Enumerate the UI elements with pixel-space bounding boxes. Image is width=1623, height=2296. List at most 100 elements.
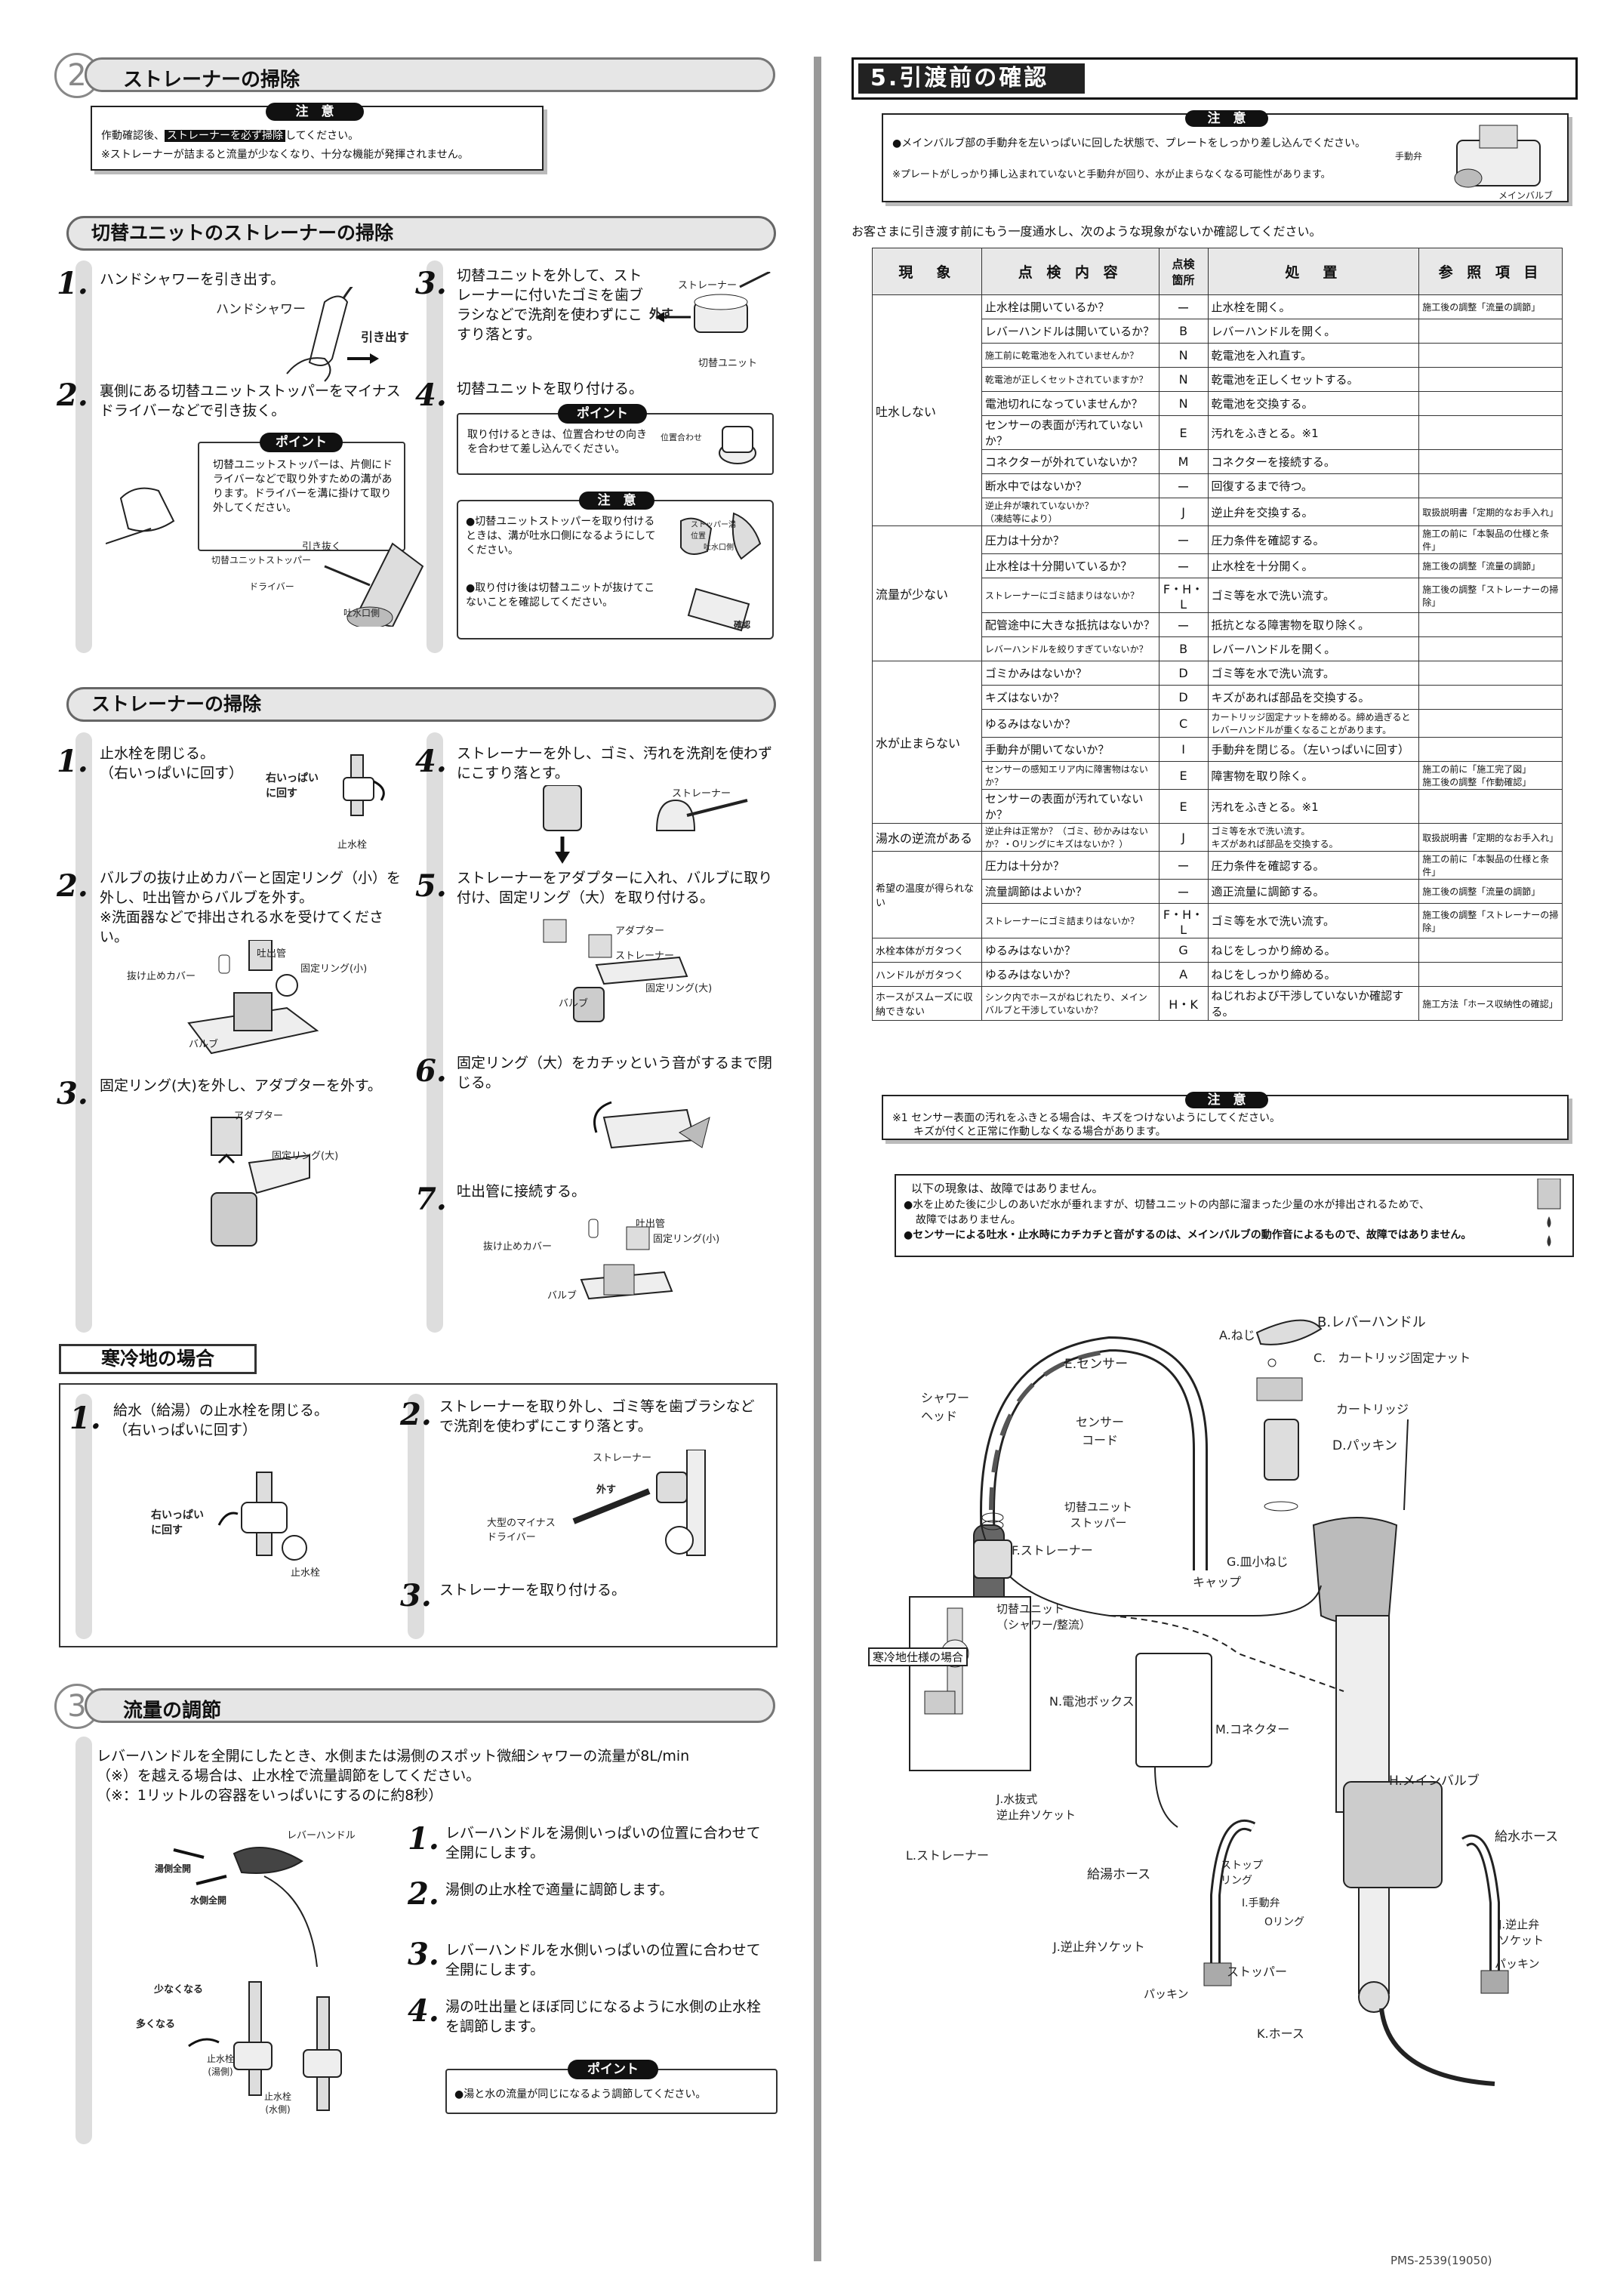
part-stopper: ストッパー [1227, 1965, 1288, 1979]
label-ring-small: 固定リング(小) [653, 1234, 720, 1245]
step-text: 切替ユニットを外して、ストレーナーに付いたゴミを歯ブラシなどで洗剤を使わずにこす… [457, 267, 644, 343]
not-failure-item-2: ●センサーによる吐水・止水時にカチカチと音がするのは、メインバルブの動作音による… [904, 1229, 1472, 1241]
part-packing-right: パッキン [1495, 1957, 1540, 1971]
reference-cell [1418, 962, 1563, 987]
step-text: 固定リング（大）をカチッという音がするまで閉じる。 [457, 1055, 773, 1091]
valve-disassembly-illustration [187, 940, 319, 1055]
notice-box-main-valve: 注 意 ●メインバルブ部の手動弁を左いっぱいに回した状態で、プレートをしっかり差… [882, 110, 1569, 202]
label-ring-large: 固定リング(大) [645, 983, 713, 994]
step-number: 3. [415, 266, 447, 301]
reference-cell [1418, 391, 1563, 416]
step-text: 止水栓を閉じる。 （右いっぱいに回す） [100, 745, 244, 781]
part-switch-unit: 切替ユニット （シャワー/整流） [996, 1602, 1092, 1632]
section-bar-strainer-cleaning: ストレーナーの掃除 [85, 57, 775, 92]
check-content-cell: センサーの感知エリア内に障害物はないか？ [981, 761, 1160, 790]
label-less: 少なくなる [154, 1984, 204, 1996]
action-cell: ゴミ等を水で洗い流す。 [1207, 661, 1420, 686]
label-confirm: 確認 [734, 620, 750, 630]
reference-cell [1418, 661, 1563, 686]
check-table: 現 象点 検 内 容点検 箇所処 置参 照 項 目 吐水しない止水栓は開いている… [872, 248, 1563, 1021]
reference-cell: 施工後の調整「ストレーナーの掃除」 [1418, 578, 1563, 613]
label-strainer: ストレーナー [672, 788, 731, 800]
label-stopper: 切替ユニットストッパー [211, 555, 312, 566]
label-spout-pipe: 吐出管 [257, 948, 287, 960]
notice-item-2: ※プレートがしっかり挿し込まれていないと手動弁が回り、水が止まらなくなる可能性が… [892, 169, 1331, 180]
cold-strainer-illustration [572, 1450, 706, 1556]
table-row: 吐水しない止水栓は開いているか？ー止水栓を開く。施工後の調整「流量の調節」 [872, 294, 1563, 526]
label-pull-out: 引き出す [361, 330, 410, 344]
step-rail [408, 1394, 424, 1639]
action-cell: ねじをしっかり締める。 [1207, 938, 1420, 963]
step-text: レバーハンドルを水側いっぱいの位置に合わせて全開にします。 [445, 1942, 761, 1978]
step-number: 7. [415, 1182, 447, 1217]
check-point-cell: ー [1158, 294, 1209, 319]
section-title: 流量の調節 [123, 1700, 222, 1722]
step-number: 3. [400, 1578, 432, 1613]
label-driver: ドライバー [249, 581, 294, 592]
valve-close-illustration [343, 754, 385, 816]
dripping-illustration [1537, 1179, 1561, 1247]
check-content-cell: 配管途中に大きな抵抗はないか？ [981, 612, 1160, 637]
part-l-strainer: L.ストレーナー [906, 1848, 990, 1863]
phenomenon-cell: 流量が少ない [872, 525, 982, 661]
check-content-cell: 止水栓は開いているか？ [981, 294, 1160, 319]
notice-label: 注 意 [266, 103, 364, 121]
phenomenon-cell: 吐水しない [872, 294, 982, 526]
part-j-socket-right: J.逆止弁 ソケット [1498, 1918, 1544, 1947]
notice-label: 注 意 [1185, 1092, 1268, 1108]
table-header-cell: 現 象 [872, 248, 982, 295]
action-cell: 乾電池を入れ直す。 [1207, 343, 1420, 368]
action-cell: 汚れをふきとる。※1 [1207, 415, 1420, 450]
point-label: ポイント [558, 404, 647, 424]
reference-cell [1418, 636, 1563, 661]
check-point-cell: ー [1158, 553, 1209, 578]
check-point-cell: A [1158, 962, 1209, 987]
point-label: ポイント [568, 2060, 658, 2079]
pipe-connect-illustration [580, 1219, 673, 1300]
reference-cell: 取扱説明書「定期的なお手入れ」 [1418, 823, 1563, 852]
reference-cell [1418, 938, 1563, 963]
point-box: ポイント 取り付けるときは、位置合わせの向きを合わせて差し込んでください。 位置… [457, 404, 774, 475]
subsection-strainer: ストレーナーの掃除 [66, 687, 776, 722]
label-ring-large: 固定リング(大) [272, 1151, 339, 1162]
label-spout-side: 吐水口側 [704, 544, 734, 552]
action-cell: 回復するまで待つ。 [1207, 473, 1420, 498]
step-text: 切替ユニットを取り付ける。 [457, 381, 644, 397]
reference-cell: 施工方法「ホース収納性の確認」 [1418, 986, 1563, 1021]
action-cell: 圧力条件を確認する。 [1207, 851, 1420, 880]
action-cell: ゴミ等を水で洗い流す。 [1207, 903, 1420, 938]
part-stop-ring: ストップ リング [1221, 1860, 1263, 1887]
step-text: 裏側にある切替ユニットストッパーをマイナスドライバーなどで引き抜く。 [100, 383, 401, 419]
label-adapter: アダプター [234, 1111, 284, 1122]
notice-item-1: ●切替ユニットストッパーを取り付けるときは、溝が吐水口側になるようにしてください… [466, 516, 656, 556]
reference-cell [1418, 367, 1563, 392]
reference-cell: 取扱説明書「定期的なお手入れ」 [1418, 498, 1563, 526]
step-text: 湯側の止水栓で適量に調節します。 [445, 1881, 674, 1898]
action-cell: 乾電池を交換する。 [1207, 391, 1420, 416]
action-cell: キズがあれば部品を交換する。 [1207, 685, 1420, 710]
part-m-connector: M.コネクター [1215, 1722, 1290, 1737]
part-unit-stopper: 切替ユニット ストッパー [1064, 1500, 1133, 1530]
not-failure-heading: 以下の現象は、故障ではありません。 [911, 1182, 1104, 1195]
check-content-cell: センサーの表面が汚れていないか？ [981, 415, 1160, 450]
part-shower-head: シャワー ヘッド [921, 1391, 970, 1423]
phenomenon-cell: ハンドルがガタつく [872, 962, 982, 987]
notice-highlight: ストレーナーを必ず掃除 [165, 130, 285, 142]
stopper-removal-illustration [106, 487, 424, 627]
check-content-cell: シンク内でホースがねじれたり、メインバルブと干渉していないか？ [981, 986, 1160, 1021]
table-header-cell: 参 照 項 目 [1418, 248, 1563, 295]
stopper-groove-illustration [680, 512, 762, 632]
reference-cell [1418, 709, 1563, 738]
intro-line-3: （※：1リットルの容器をいっぱいにするのに約8秒） [97, 1787, 443, 1804]
check-content-cell: 圧力は十分か？ [981, 525, 1160, 554]
check-content-cell: レバーハンドルを絞りすぎていないか？ [981, 636, 1160, 661]
action-cell: レバーハンドルを開く。 [1207, 319, 1420, 344]
strainer-install-illustration [543, 919, 688, 1022]
strainer-cleaning-illustration [543, 785, 748, 864]
step-number: 3. [57, 1076, 88, 1111]
section-5-title: 5.引渡前の確認 [858, 63, 1085, 94]
